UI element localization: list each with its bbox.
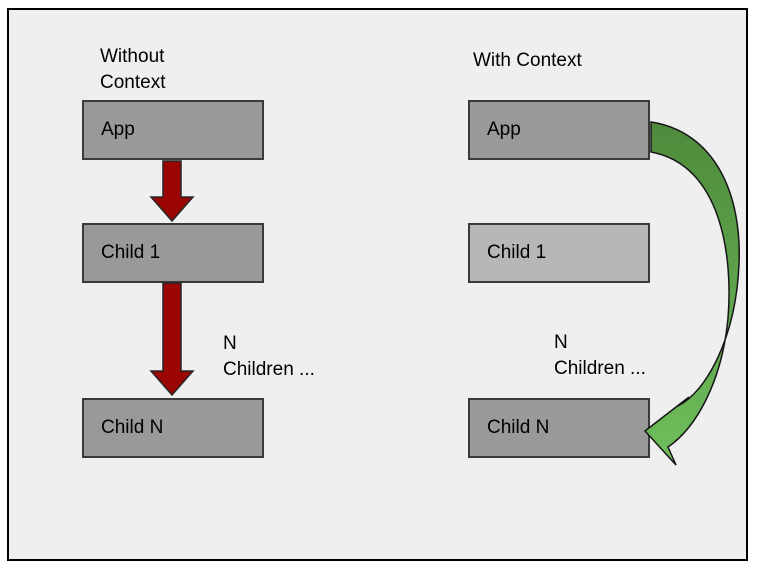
box-label: App: [101, 119, 135, 140]
box-label: Child N: [101, 417, 164, 438]
note-line: Children ...: [223, 359, 315, 380]
right-n-children-note: N Children ...: [554, 330, 646, 382]
right-panel-title: With Context: [473, 50, 582, 71]
box-label: Child N: [487, 417, 550, 438]
box-label: Child 1: [487, 242, 547, 263]
right-childn-box: Child N: [468, 398, 650, 458]
left-app-box: App: [82, 100, 264, 160]
left-panel-title: Without Context: [100, 46, 166, 93]
left-child1-box: Child 1: [82, 223, 264, 283]
note-line: N: [223, 333, 237, 354]
right-child1-box: Child 1: [468, 223, 650, 283]
right-app-box: App: [468, 100, 650, 160]
left-n-children-note: N Children ...: [223, 331, 315, 383]
left-childn-box: Child N: [82, 398, 264, 458]
box-label: App: [487, 119, 521, 140]
box-label: Child 1: [101, 242, 161, 263]
note-line: Children ...: [554, 358, 646, 379]
note-line: N: [554, 332, 568, 353]
